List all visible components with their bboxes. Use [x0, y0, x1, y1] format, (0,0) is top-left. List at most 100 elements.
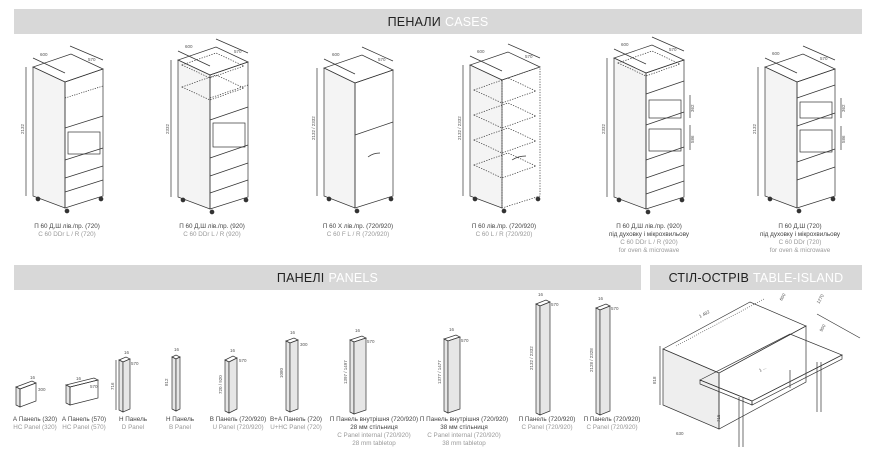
panel-drawing-3 — [115, 356, 131, 413]
dim-case5-oven: 586 — [690, 135, 695, 143]
dim-case6-micro: 362 — [841, 104, 846, 112]
dim-island-h: 818 — [652, 376, 657, 384]
dim-p4-h: 812 — [164, 378, 169, 386]
dim-p7-t: 16 — [355, 328, 361, 333]
panel-drawing-2 — [64, 377, 100, 406]
panel-caption-10: П Панель (720/920) C Panel (720/920) — [583, 416, 641, 431]
case-caption-2: П 60 Д,Ш лів./пр. (920) C 60 DDr L / R (… — [179, 223, 245, 238]
dim-p3-w: 570 — [131, 361, 139, 366]
panels-title: ПАНЕЛІ — [276, 270, 325, 285]
dim-p9-h: 2132 / 2332 — [529, 346, 534, 370]
dim-p6-t: 16 — [290, 330, 296, 335]
dim-p10-h: 2128 / 2328 — [589, 348, 594, 372]
case-caption-5: П 60 Д,Ш лів./пр. (920) під духовку і мі… — [608, 223, 690, 254]
panels-title-en: PANELS — [328, 270, 379, 285]
dim-p3-t: 16 — [124, 350, 130, 355]
dim-case6-oven: 586 — [841, 135, 846, 143]
panel-drawing-9 — [535, 299, 551, 416]
panel-caption-1: А Панель (320) HC Panel (320) — [12, 416, 58, 431]
dim-p2-t: 16 — [76, 376, 82, 381]
case-caption-3: П 60 Х лів./пр. (720/920) C 60 F L / R (… — [322, 223, 394, 238]
panel-drawing-8 — [443, 334, 461, 414]
dim-p10-t: 16 — [598, 296, 604, 301]
dim-p10-w: 570 — [611, 306, 619, 311]
panel-caption-7: П Панель внутрішня (720/920) 28 мм стіль… — [329, 416, 419, 447]
dim-case6-w: 600 — [772, 51, 780, 56]
panel-drawing-7 — [349, 335, 367, 415]
panel-caption-2: А Панель (570) HC Panel (570) — [61, 416, 107, 431]
dim-case2-d: 570 — [234, 49, 242, 54]
dim-p6-w: 300 — [300, 342, 308, 347]
island-drawing — [659, 298, 861, 447]
panel-drawing-6 — [285, 337, 299, 413]
dim-island-total: 1270 — [816, 293, 826, 305]
case-caption-1: П 60 Д,Ш лів./пр. (720) C 60 DDr L / R (… — [34, 223, 100, 238]
dim-p3-h: 716 — [110, 382, 115, 390]
dim-case6-d: 570 — [820, 56, 828, 61]
case-caption-4: П 60 лів./пр. (720/920) C 60 L / R (720/… — [471, 223, 537, 238]
dim-p5-t: 16 — [230, 348, 236, 353]
dim-p5-h: 720 / 920 — [218, 375, 223, 394]
dim-case5-w: 600 — [621, 42, 629, 47]
panel-caption-6: В+А Панель (720) U+HC Panel (720) — [269, 416, 323, 431]
dim-island-ext: 900 — [819, 323, 827, 332]
dim-island-l: 1 ... — [758, 365, 767, 373]
dim-p5-w: 570 — [239, 358, 247, 363]
island-title-en: TABLE-ISLAND — [753, 270, 844, 285]
panels-banner: ПАНЕЛІ PANELS — [14, 265, 641, 290]
case-drawing-1 — [25, 45, 104, 214]
panel-drawing-10 — [595, 303, 611, 416]
dim-island-leg: 715 — [716, 414, 721, 422]
case-drawing-5 — [606, 36, 691, 215]
island-title: СТІЛ-ОСТРІВ — [668, 270, 749, 285]
dim-island-d: 630 — [676, 431, 684, 436]
dim-case5-micro: 362 — [690, 104, 695, 112]
case-drawing-4 — [462, 43, 541, 214]
dim-p2-w: 570 — [90, 384, 98, 389]
cases-title-en: CASES — [444, 14, 489, 29]
dim-case5-d: 570 — [669, 47, 677, 52]
dim-case4-d: 570 — [525, 54, 533, 59]
dim-case3-w: 600 — [332, 52, 340, 57]
case-drawing-3 — [316, 46, 394, 214]
dim-case1-d: 570 — [88, 57, 96, 62]
island-banner: СТІЛ-ОСТРІВ TABLE-ISLAND — [650, 265, 862, 290]
dim-p7-w: 570 — [367, 339, 375, 344]
dim-case2-w: 600 — [185, 44, 193, 49]
case-drawing-2 — [170, 38, 249, 215]
panel-drawing-5 — [224, 355, 238, 414]
panel-drawing-1 — [15, 380, 37, 408]
dim-island-len: 1 482 — [698, 309, 711, 319]
dim-case1-w: 600 — [40, 52, 48, 57]
dim-p6-h: 1080 — [279, 367, 284, 378]
dim-p8-w: 570 — [461, 338, 469, 343]
dim-case1-h: 2132 — [20, 123, 25, 134]
panel-caption-4: Н Панель B Panel — [165, 416, 195, 431]
dim-p8-t: 16 — [449, 327, 455, 332]
dim-p1-t: 16 — [30, 375, 36, 380]
cases-title: ПЕНАЛИ — [387, 14, 441, 29]
dim-case6-h: 2132 — [752, 123, 757, 134]
panel-caption-9: П Панель (720/920) C Panel (720/920) — [518, 416, 576, 431]
dim-case3-d: 570 — [378, 57, 386, 62]
dim-case4-h: 2132 / 2332 — [457, 116, 462, 140]
dim-p1-w: 300 — [38, 387, 46, 392]
panel-caption-3: Н Панель D Panel — [118, 416, 148, 431]
panel-caption-5: В Панель (720/920) U Panel (720/920) — [209, 416, 267, 431]
dimension-labels: 600 570 2132 600 570 2332 600 570 2132 /… — [20, 42, 846, 436]
dim-p4-t: 16 — [174, 347, 180, 352]
dim-p8-h: 1377 / 1477 — [437, 360, 442, 384]
dim-case2-h: 2332 — [165, 123, 170, 134]
cases-banner: ПЕНАЛИ CASES — [14, 9, 862, 34]
case-caption-6: П 60 Д,Ш (720) під духовку і мікрохвильо… — [759, 223, 841, 254]
panel-drawing-4 — [171, 354, 181, 412]
dim-case4-w: 600 — [477, 49, 485, 54]
dim-p7-h: 1397 / 1497 — [343, 360, 348, 384]
dim-island-top: 600 — [779, 292, 787, 301]
dim-case3-h: 2132 / 2332 — [311, 116, 316, 140]
dim-p9-t: 16 — [538, 292, 544, 297]
panel-caption-8: П Панель внутрішня (720/920) 38 мм стіль… — [419, 416, 509, 447]
case-drawing-6 — [757, 45, 842, 214]
dim-case5-h: 2332 — [601, 123, 606, 134]
